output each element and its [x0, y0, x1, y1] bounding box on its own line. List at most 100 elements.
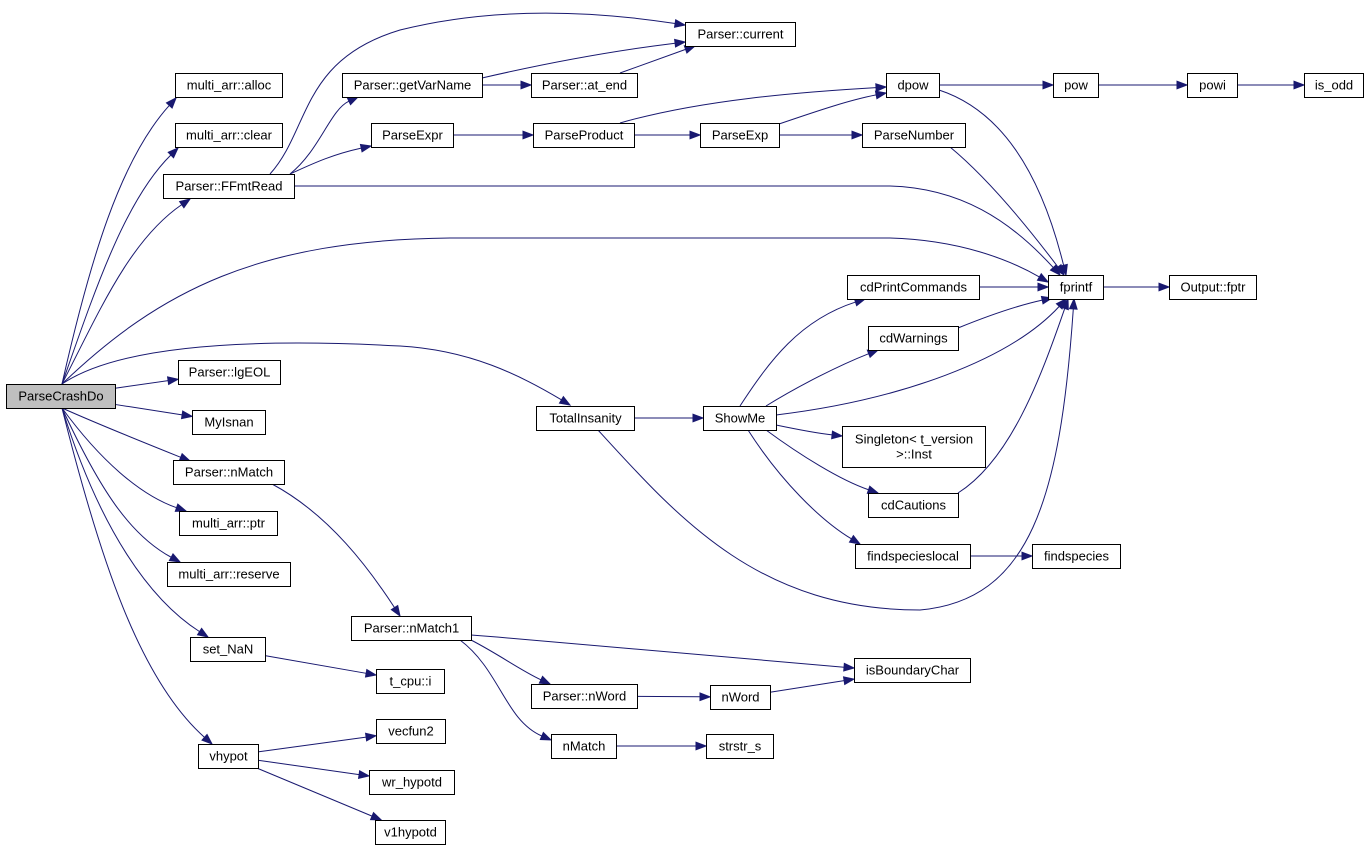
arrow-head-dpow — [874, 90, 888, 100]
node-current[interactable]: Parser::current — [685, 22, 796, 47]
arrow-head-set-nan — [196, 627, 210, 638]
node-findspecies[interactable]: findspecies — [1032, 544, 1121, 569]
node-cdcautions[interactable]: cdCautions — [868, 493, 959, 518]
node-box — [685, 22, 796, 47]
node-vecfun2[interactable]: vecfun2 — [376, 719, 446, 744]
node-v1hypotd[interactable]: v1hypotd — [375, 820, 446, 845]
node-wr-hypotd[interactable]: wr_hypotd — [369, 770, 455, 795]
node-nword[interactable]: nWord — [710, 685, 771, 710]
edge-parsecrashdo-to-ffmtread — [61, 204, 183, 385]
function-nodes: ParseCrashDo multi_arr::allocmulti_arr::c… — [6, 22, 1364, 845]
node-box — [1053, 73, 1099, 98]
edge-ffmtread-to-fprintf — [294, 185, 1054, 268]
node-label: ParseProduct — [545, 128, 624, 143]
node-at-end[interactable]: Parser::at_end — [531, 73, 638, 98]
node-fprintf[interactable]: fprintf — [1048, 275, 1104, 300]
node-label: cdCautions — [881, 498, 947, 513]
edge-parsecrashdo-to-multi-arr-clear — [61, 154, 172, 385]
node-box — [167, 562, 291, 587]
node-box — [1187, 73, 1238, 98]
arrow-head-fprintf — [1060, 297, 1069, 311]
node-box — [175, 73, 283, 98]
edge-parsecrashdo-to-vhypot — [61, 407, 205, 738]
node-label: Parser::lgEOL — [189, 365, 271, 380]
node-box — [6, 384, 116, 409]
arrow-head-current — [674, 38, 687, 48]
node-pow[interactable]: pow — [1053, 73, 1099, 98]
node-cdprintcommands[interactable]: cdPrintCommands — [847, 275, 980, 300]
node-output-fptr[interactable]: Output::fptr — [1169, 275, 1257, 300]
node-parseexpr[interactable]: ParseExpr — [371, 123, 454, 148]
node-box — [369, 770, 455, 795]
node-findspecieslocal[interactable]: findspecieslocal — [855, 544, 971, 569]
node-showme[interactable]: ShowMe — [703, 406, 777, 431]
node-parsecrashdo[interactable]: ParseCrashDo — [6, 384, 116, 409]
edge-showme-to-cdcautions — [765, 429, 869, 491]
node-multi-arr-clear[interactable]: multi_arr::clear — [175, 123, 283, 148]
edge-nword-to-isboundarychar — [769, 680, 845, 693]
node-parseproduct[interactable]: ParseProduct — [533, 123, 635, 148]
node-lgeol[interactable]: Parser::lgEOL — [178, 360, 281, 385]
edge-nmatch-p-to-nmatch1 — [271, 483, 395, 608]
node-nmatch1[interactable]: Parser::nMatch1 — [351, 616, 472, 641]
node-label: vecfun2 — [388, 724, 434, 739]
arrow-head-fprintf — [1068, 297, 1078, 310]
node-singleton[interactable]: Singleton< t_version>::Inst — [842, 426, 986, 468]
node-powi[interactable]: powi — [1187, 73, 1238, 98]
edge-nmatch1-to-isboundarychar — [470, 634, 845, 668]
arrow-head-showme — [692, 413, 705, 423]
node-parseexp[interactable]: ParseExp — [700, 123, 780, 148]
node-box — [375, 820, 446, 845]
node-dpow[interactable]: dpow — [886, 73, 940, 98]
node-box — [855, 544, 971, 569]
node-box — [175, 123, 283, 148]
node-label: dpow — [897, 78, 929, 93]
node-label: multi_arr::reserve — [178, 567, 279, 582]
node-totalinsanity[interactable]: TotalInsanity — [536, 406, 635, 431]
node-label: fprintf — [1060, 280, 1093, 295]
edge-parsecrashdo-to-set-nan — [61, 407, 200, 633]
node-nmatch[interactable]: nMatch — [551, 734, 617, 759]
node-label: ParseNumber — [874, 128, 955, 143]
arrow-head-ffmtread — [178, 198, 192, 209]
edge-set-nan-to-t-cpu-i — [264, 655, 367, 674]
node-multi-arr-ptr[interactable]: multi_arr::ptr — [179, 511, 278, 536]
arrow-head-at-end — [520, 80, 533, 90]
node-cdwarnings[interactable]: cdWarnings — [868, 326, 959, 351]
node-label: vhypot — [209, 749, 248, 764]
node-label: TotalInsanity — [549, 411, 622, 426]
node-myisnan[interactable]: MyIsnan — [192, 410, 266, 435]
node-nword-p[interactable]: Parser::nWord — [531, 684, 638, 709]
node-t-cpu-i[interactable]: t_cpu::i — [376, 669, 445, 694]
node-label: multi_arr::clear — [186, 128, 273, 143]
node-box — [1048, 275, 1104, 300]
arrow-head-current — [673, 18, 687, 28]
arrow-head-t-cpu-i — [364, 668, 378, 678]
arrow-head-v1hypotd — [369, 811, 383, 821]
node-box — [192, 410, 266, 435]
node-parsenumber[interactable]: ParseNumber — [862, 123, 966, 148]
node-getvarname[interactable]: Parser::getVarName — [342, 73, 483, 98]
node-ffmtread[interactable]: Parser::FFmtRead — [163, 174, 295, 199]
edge-parseproduct-to-dpow — [619, 87, 877, 124]
arrow-head-lgeol — [166, 376, 180, 386]
arrow-head-findspecieslocal — [848, 534, 862, 545]
node-box — [536, 406, 635, 431]
edge-parsecrashdo-to-fprintf — [61, 237, 1040, 385]
node-label: Parser::nMatch1 — [364, 621, 459, 636]
node-strstr-s[interactable]: strstr_s — [706, 734, 774, 759]
node-label: ParseCrashDo — [18, 389, 103, 404]
node-multi-arr-alloc[interactable]: multi_arr::alloc — [175, 73, 283, 98]
edge-parseexp-to-dpow — [778, 94, 877, 125]
node-vhypot[interactable]: vhypot — [198, 744, 259, 769]
node-isboundarychar[interactable]: isBoundaryChar — [854, 658, 971, 683]
node-label: isBoundaryChar — [866, 663, 960, 678]
node-label: ParseExpr — [382, 128, 443, 143]
node-is-odd[interactable]: is_odd — [1304, 73, 1364, 98]
node-set-nan[interactable]: set_NaN — [190, 637, 266, 662]
arrow-head-powi — [1176, 80, 1189, 90]
node-box — [710, 685, 771, 710]
node-nmatch-p[interactable]: Parser::nMatch — [173, 460, 285, 485]
edge-showme-to-cdprintcommands — [739, 301, 856, 407]
node-multi-arr-reserve[interactable]: multi_arr::reserve — [167, 562, 291, 587]
